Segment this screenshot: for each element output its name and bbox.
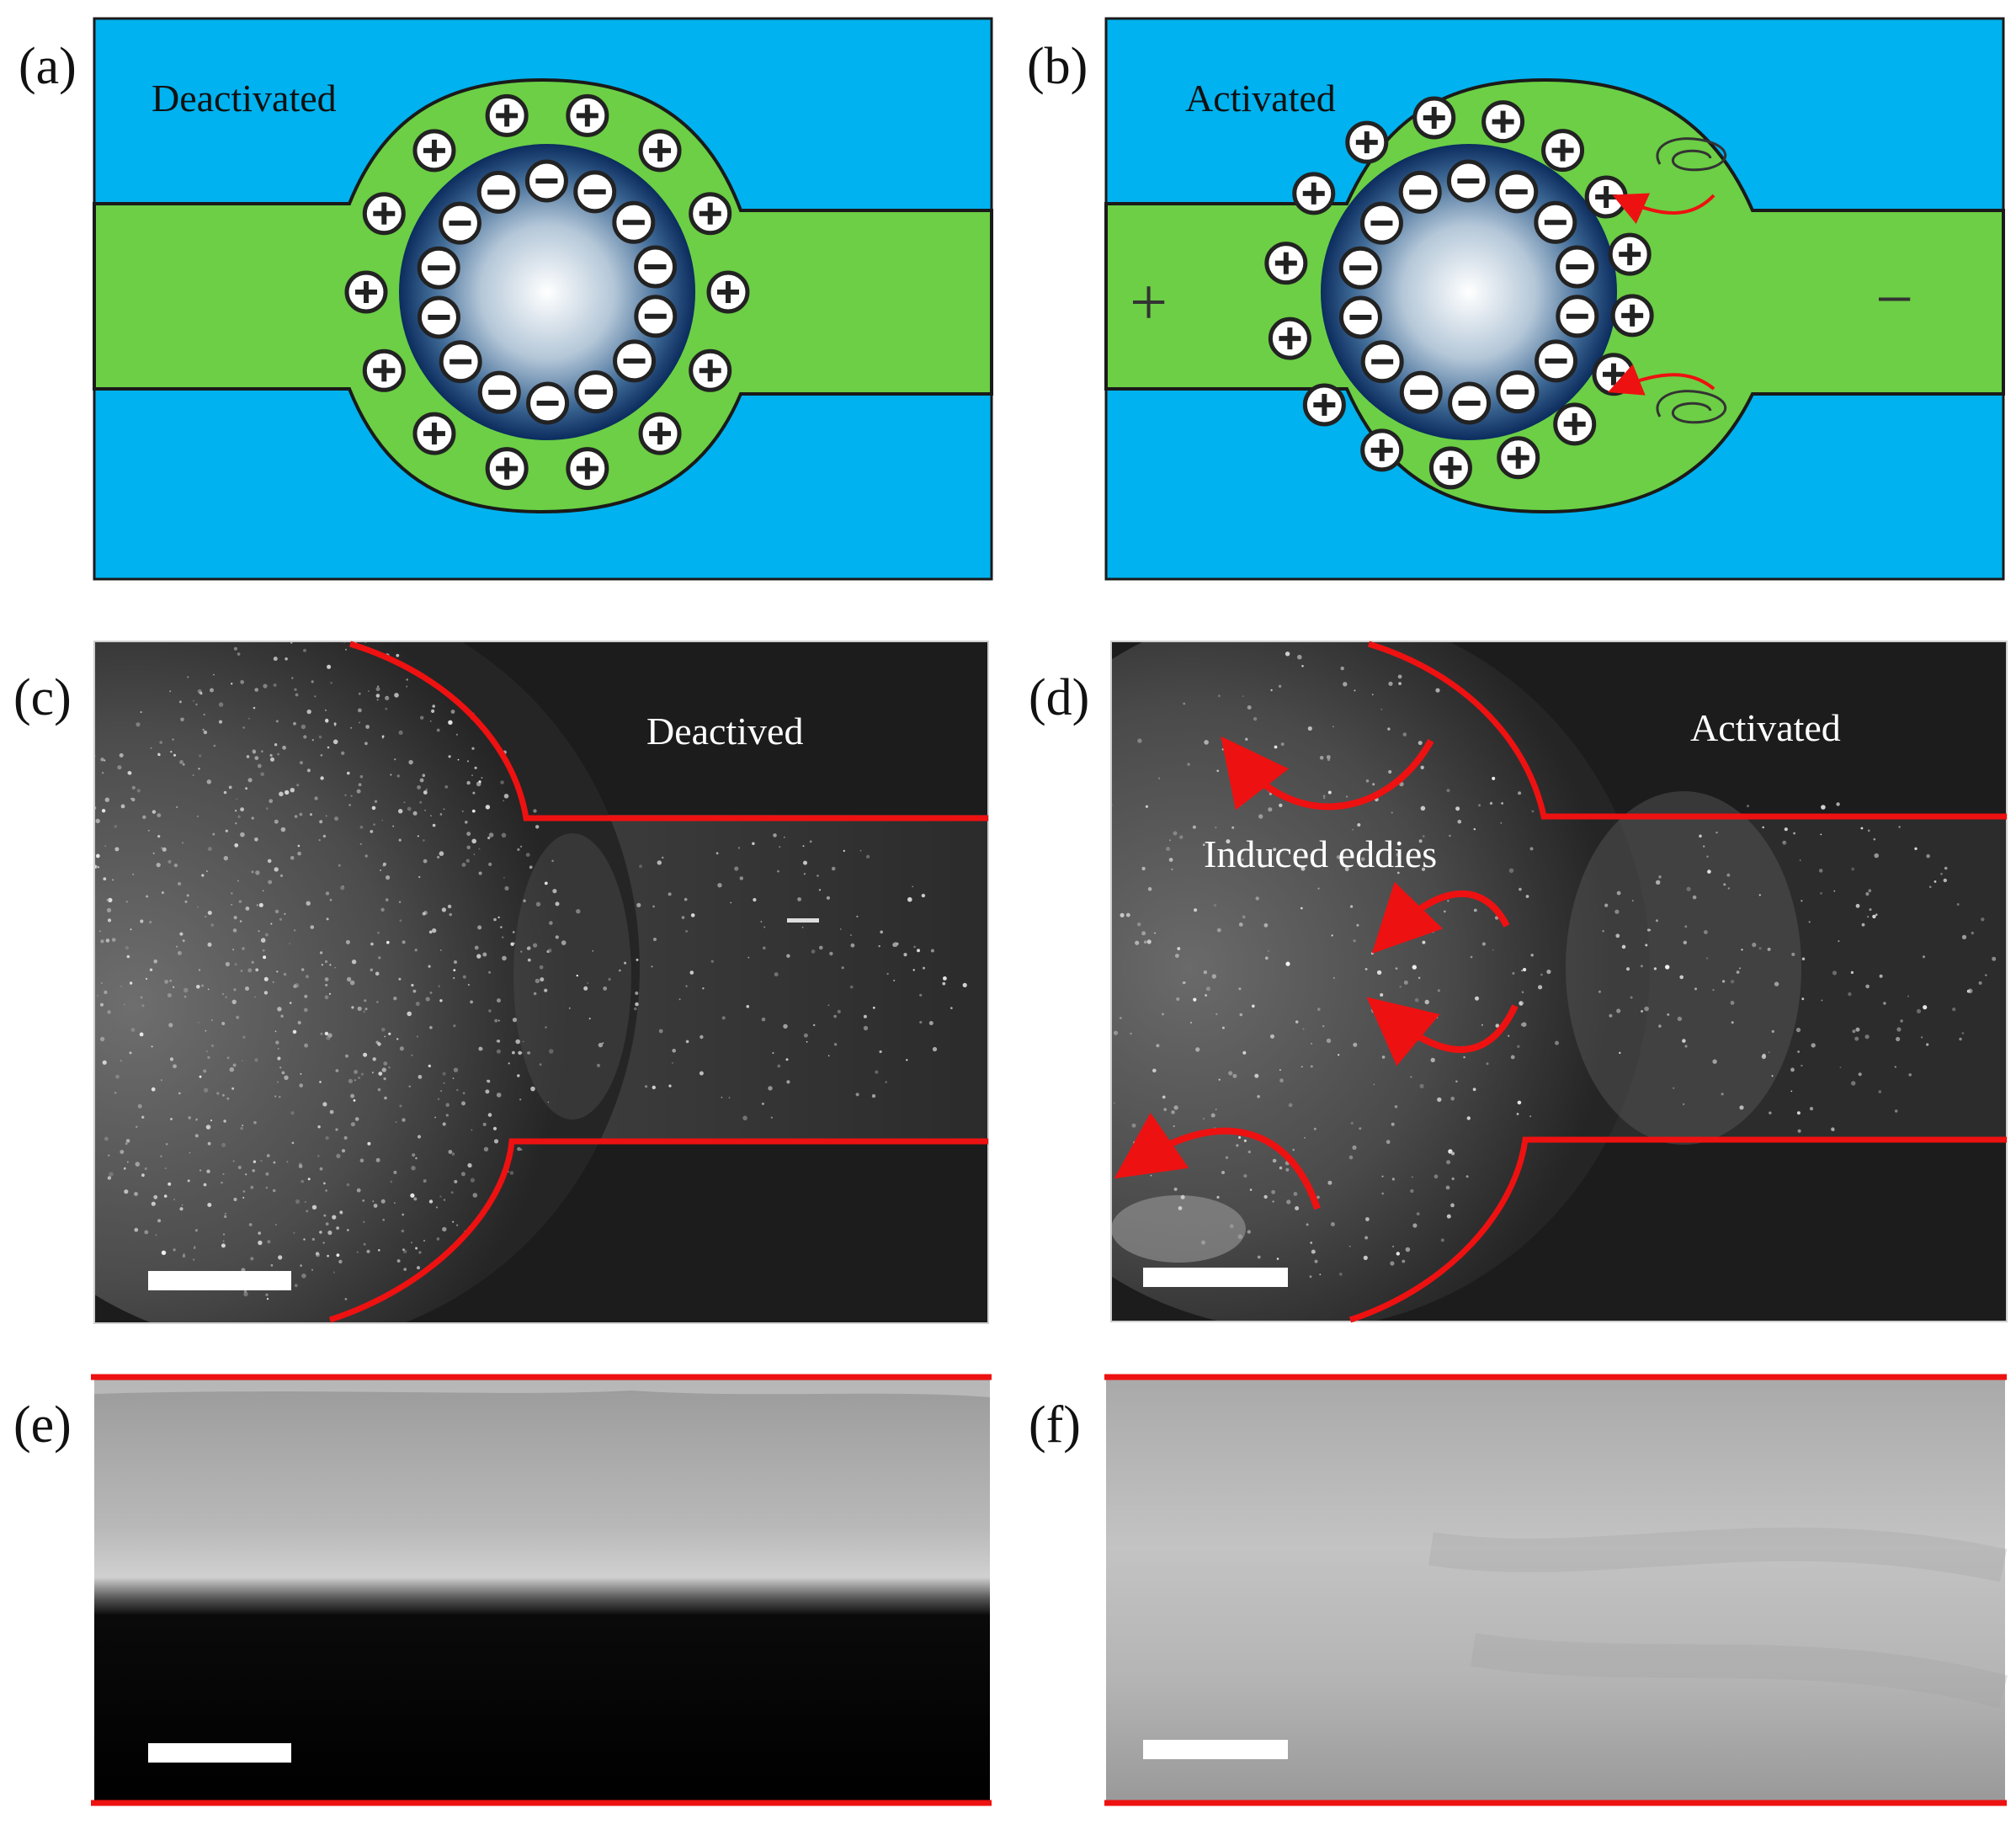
panel-label-d: (d) [1029,669,1090,726]
particle-tracers-c [94,641,967,1300]
negative-charge-b [1446,159,1490,203]
panel-label-f: (f) [1029,1396,1081,1454]
negative-charge-b [1338,295,1382,339]
positive-charge-a [362,348,406,392]
panel-e-micrograph [94,1377,990,1803]
walls-d [1348,641,2007,1323]
positive-charge-b [1553,402,1597,446]
positive-charge-a [566,447,609,491]
walls-e [91,1374,992,1806]
positive-charge-b [1497,436,1540,480]
negative-charge-b [1496,370,1540,414]
positive-charge-b [1584,175,1628,219]
negative-charge-a [417,246,460,290]
positive-charge-b [1302,383,1346,427]
flow-arrow-upper-b [1612,193,1715,225]
electrode-minus-label: − [1875,263,1913,337]
positive-charge-a [706,270,750,314]
panel-a-schematic: Deactivated [93,17,993,581]
positive-charge-a [638,129,682,173]
panel-label-c: (c) [13,669,72,726]
negative-charge-a [612,200,656,244]
negative-charge-a [573,170,617,214]
panel-label-e: (e) [13,1396,72,1454]
panel-label-a: (a) [19,38,77,95]
negative-charge-a [439,340,482,384]
panel-d-micrograph [1111,641,2007,1321]
positive-charge-a [638,412,682,455]
positive-charge-a [566,93,609,137]
positive-charge-b [1412,96,1456,140]
positive-charge-a [412,129,456,173]
positive-charge-a [344,270,388,314]
eddy-arrow-2 [1371,881,1510,954]
negative-charge-b [1535,339,1578,383]
negative-charge-a [634,295,678,338]
scale-bar-c [148,1271,291,1290]
positive-charge-b [1264,242,1308,285]
negative-charge-a [526,381,570,425]
negative-charge-b [1556,245,1599,289]
negative-charge-b [1399,370,1443,414]
scale-bar-d [1143,1268,1288,1287]
negative-charge-b [1556,295,1599,338]
positive-charge-a [689,348,732,392]
negative-charge-b [1360,340,1404,384]
panel-b-title: Activated [1185,77,1336,120]
negative-charge-a [438,201,481,245]
induced-eddies-label: Induced eddies [1204,832,1437,875]
eddy-lower-b [1656,390,1727,424]
eddy-arrow-1 [1221,736,1434,811]
panel-label-b: (b) [1027,38,1088,95]
panel-c-title: Deactived [646,710,803,752]
negative-charge-b [1495,170,1539,214]
particle-tracers-d [1111,651,1997,1279]
negative-charge-a [417,295,460,339]
walls-f [1104,1374,2007,1806]
negative-charge-a [613,339,657,383]
negative-charge-a [477,370,521,414]
positive-charge-b [1428,446,1472,490]
positive-charge-a [485,93,529,137]
eddy-arrow-4 [1114,1112,1321,1210]
positive-charge-a [412,412,456,455]
eddy-arrows-d [1114,736,1519,1210]
walls-c [328,641,988,1323]
panel-c-micrograph [94,641,988,1323]
scale-bar-f [1143,1740,1288,1759]
negative-charge-a [476,170,520,214]
positive-charge-b [1592,353,1636,396]
scale-bar-e [148,1743,291,1763]
positive-charge-a [362,192,406,236]
eddy-arrow-3 [1366,997,1519,1066]
eddy-upper-b [1656,137,1727,172]
ions-a [344,93,750,491]
positive-charge-b [1292,172,1336,215]
electrode-plus-label: + [1130,266,1168,340]
negative-charge-b [1398,170,1442,214]
panel-d-title: Activated [1690,706,1841,749]
positive-charge-b [1268,316,1311,360]
positive-charge-a [689,192,732,236]
negative-charge-a [524,159,568,203]
positive-charge-b [1608,232,1652,276]
positive-charge-b [1345,120,1389,164]
negative-charge-b [1338,246,1382,290]
negative-charge-b [1359,201,1403,245]
positive-charge-b [1541,129,1585,173]
flow-arrow-lower-b [1608,364,1715,396]
panel-a-title: Deactivated [152,77,337,120]
positive-charge-b [1481,100,1525,144]
positive-charge-b [1610,294,1654,338]
positive-charge-a [485,447,529,491]
negative-charge-a [574,370,618,414]
panel-f-micrograph [1106,1377,2008,1803]
negative-charge-b [1448,381,1492,425]
negative-charge-a [634,245,678,289]
positive-charge-b [1360,428,1404,472]
negative-charge-b [1534,200,1577,244]
panel-b-schematic: Activated + − [1104,17,2005,581]
